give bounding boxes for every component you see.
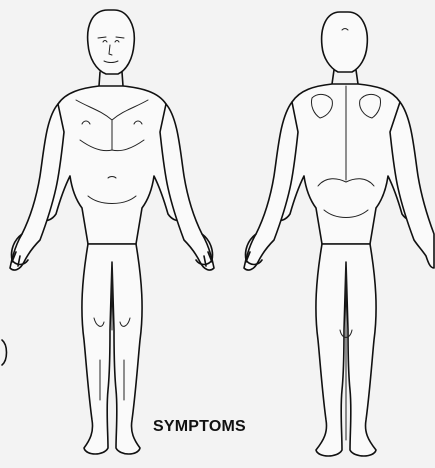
- front-arm-left: [10, 104, 64, 270]
- front-figure: [10, 10, 214, 454]
- back-head: [322, 12, 368, 72]
- symptoms-label: SYMPTOMS: [153, 418, 246, 436]
- front-arm-right: [160, 104, 214, 270]
- back-arm-left: [244, 102, 298, 270]
- front-head: [88, 10, 135, 74]
- front-torso: [40, 86, 184, 244]
- back-figure: [244, 12, 434, 456]
- edge-mark: [2, 340, 7, 365]
- back-arm-right: [390, 102, 434, 268]
